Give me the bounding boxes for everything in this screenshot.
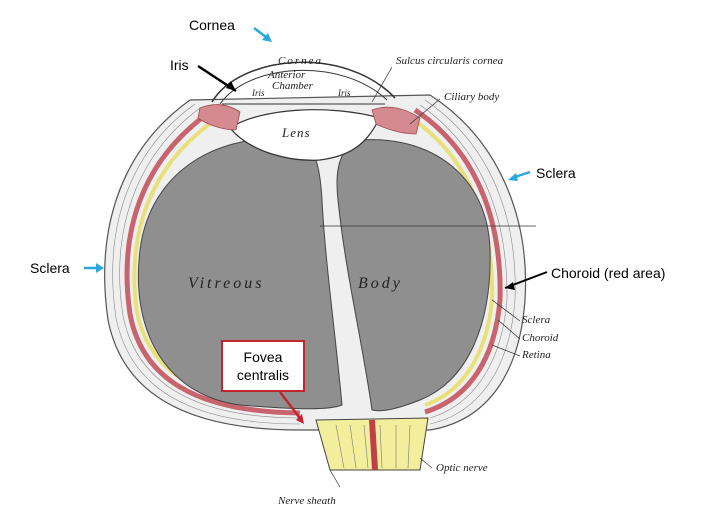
optic-nerve-fibers xyxy=(335,424,411,469)
central-artery xyxy=(369,419,378,471)
chamber-label: Chamber xyxy=(272,80,313,92)
ciliary-left xyxy=(197,104,241,131)
choroid-label: Choroid (red area) xyxy=(551,265,666,281)
cornea-inner-label: Cornea xyxy=(278,55,323,67)
retina-label: Retina xyxy=(522,349,551,361)
inner-leaders xyxy=(329,66,521,488)
iris-left-label: Iris xyxy=(252,88,265,98)
choroid-inner-label: Choroid xyxy=(522,332,559,344)
iris-right-label: Iris xyxy=(338,88,351,98)
cornea-dome xyxy=(211,61,396,103)
ciliary-body-label: Ciliary body xyxy=(444,91,500,103)
cornea-label: Cornea xyxy=(189,17,235,33)
fovea-pointer xyxy=(279,391,303,422)
lens-label: Lens xyxy=(282,125,311,140)
sulcus-label: Sulcus circularis cornea xyxy=(396,55,504,67)
sclera-hatching xyxy=(112,99,516,425)
fovea-callout: Fovea centralis xyxy=(221,340,305,392)
sclera-right-label: Sclera xyxy=(536,165,576,181)
vitreous-label: Vitreous xyxy=(188,275,265,292)
sclera-inner-label: Sclera xyxy=(522,314,551,326)
vitreous-right xyxy=(336,139,491,412)
optic-nerve-label: Optic nerve xyxy=(436,462,488,474)
fovea-line2: centralis xyxy=(236,367,290,383)
sclera-left-label: Sclera xyxy=(30,260,70,276)
ciliary-right xyxy=(371,106,421,135)
anterior-label: Anterior xyxy=(268,69,306,81)
fovea-line1: Fovea xyxy=(243,348,283,365)
blue-arrows xyxy=(84,27,531,273)
cornea-inner xyxy=(219,69,388,105)
nerve-sheath-label: Nerve sheath xyxy=(278,495,336,507)
lens-shape xyxy=(229,109,381,161)
iris-label: Iris xyxy=(170,57,189,73)
body-label: Body xyxy=(358,275,403,292)
choroid-layer xyxy=(124,107,503,416)
